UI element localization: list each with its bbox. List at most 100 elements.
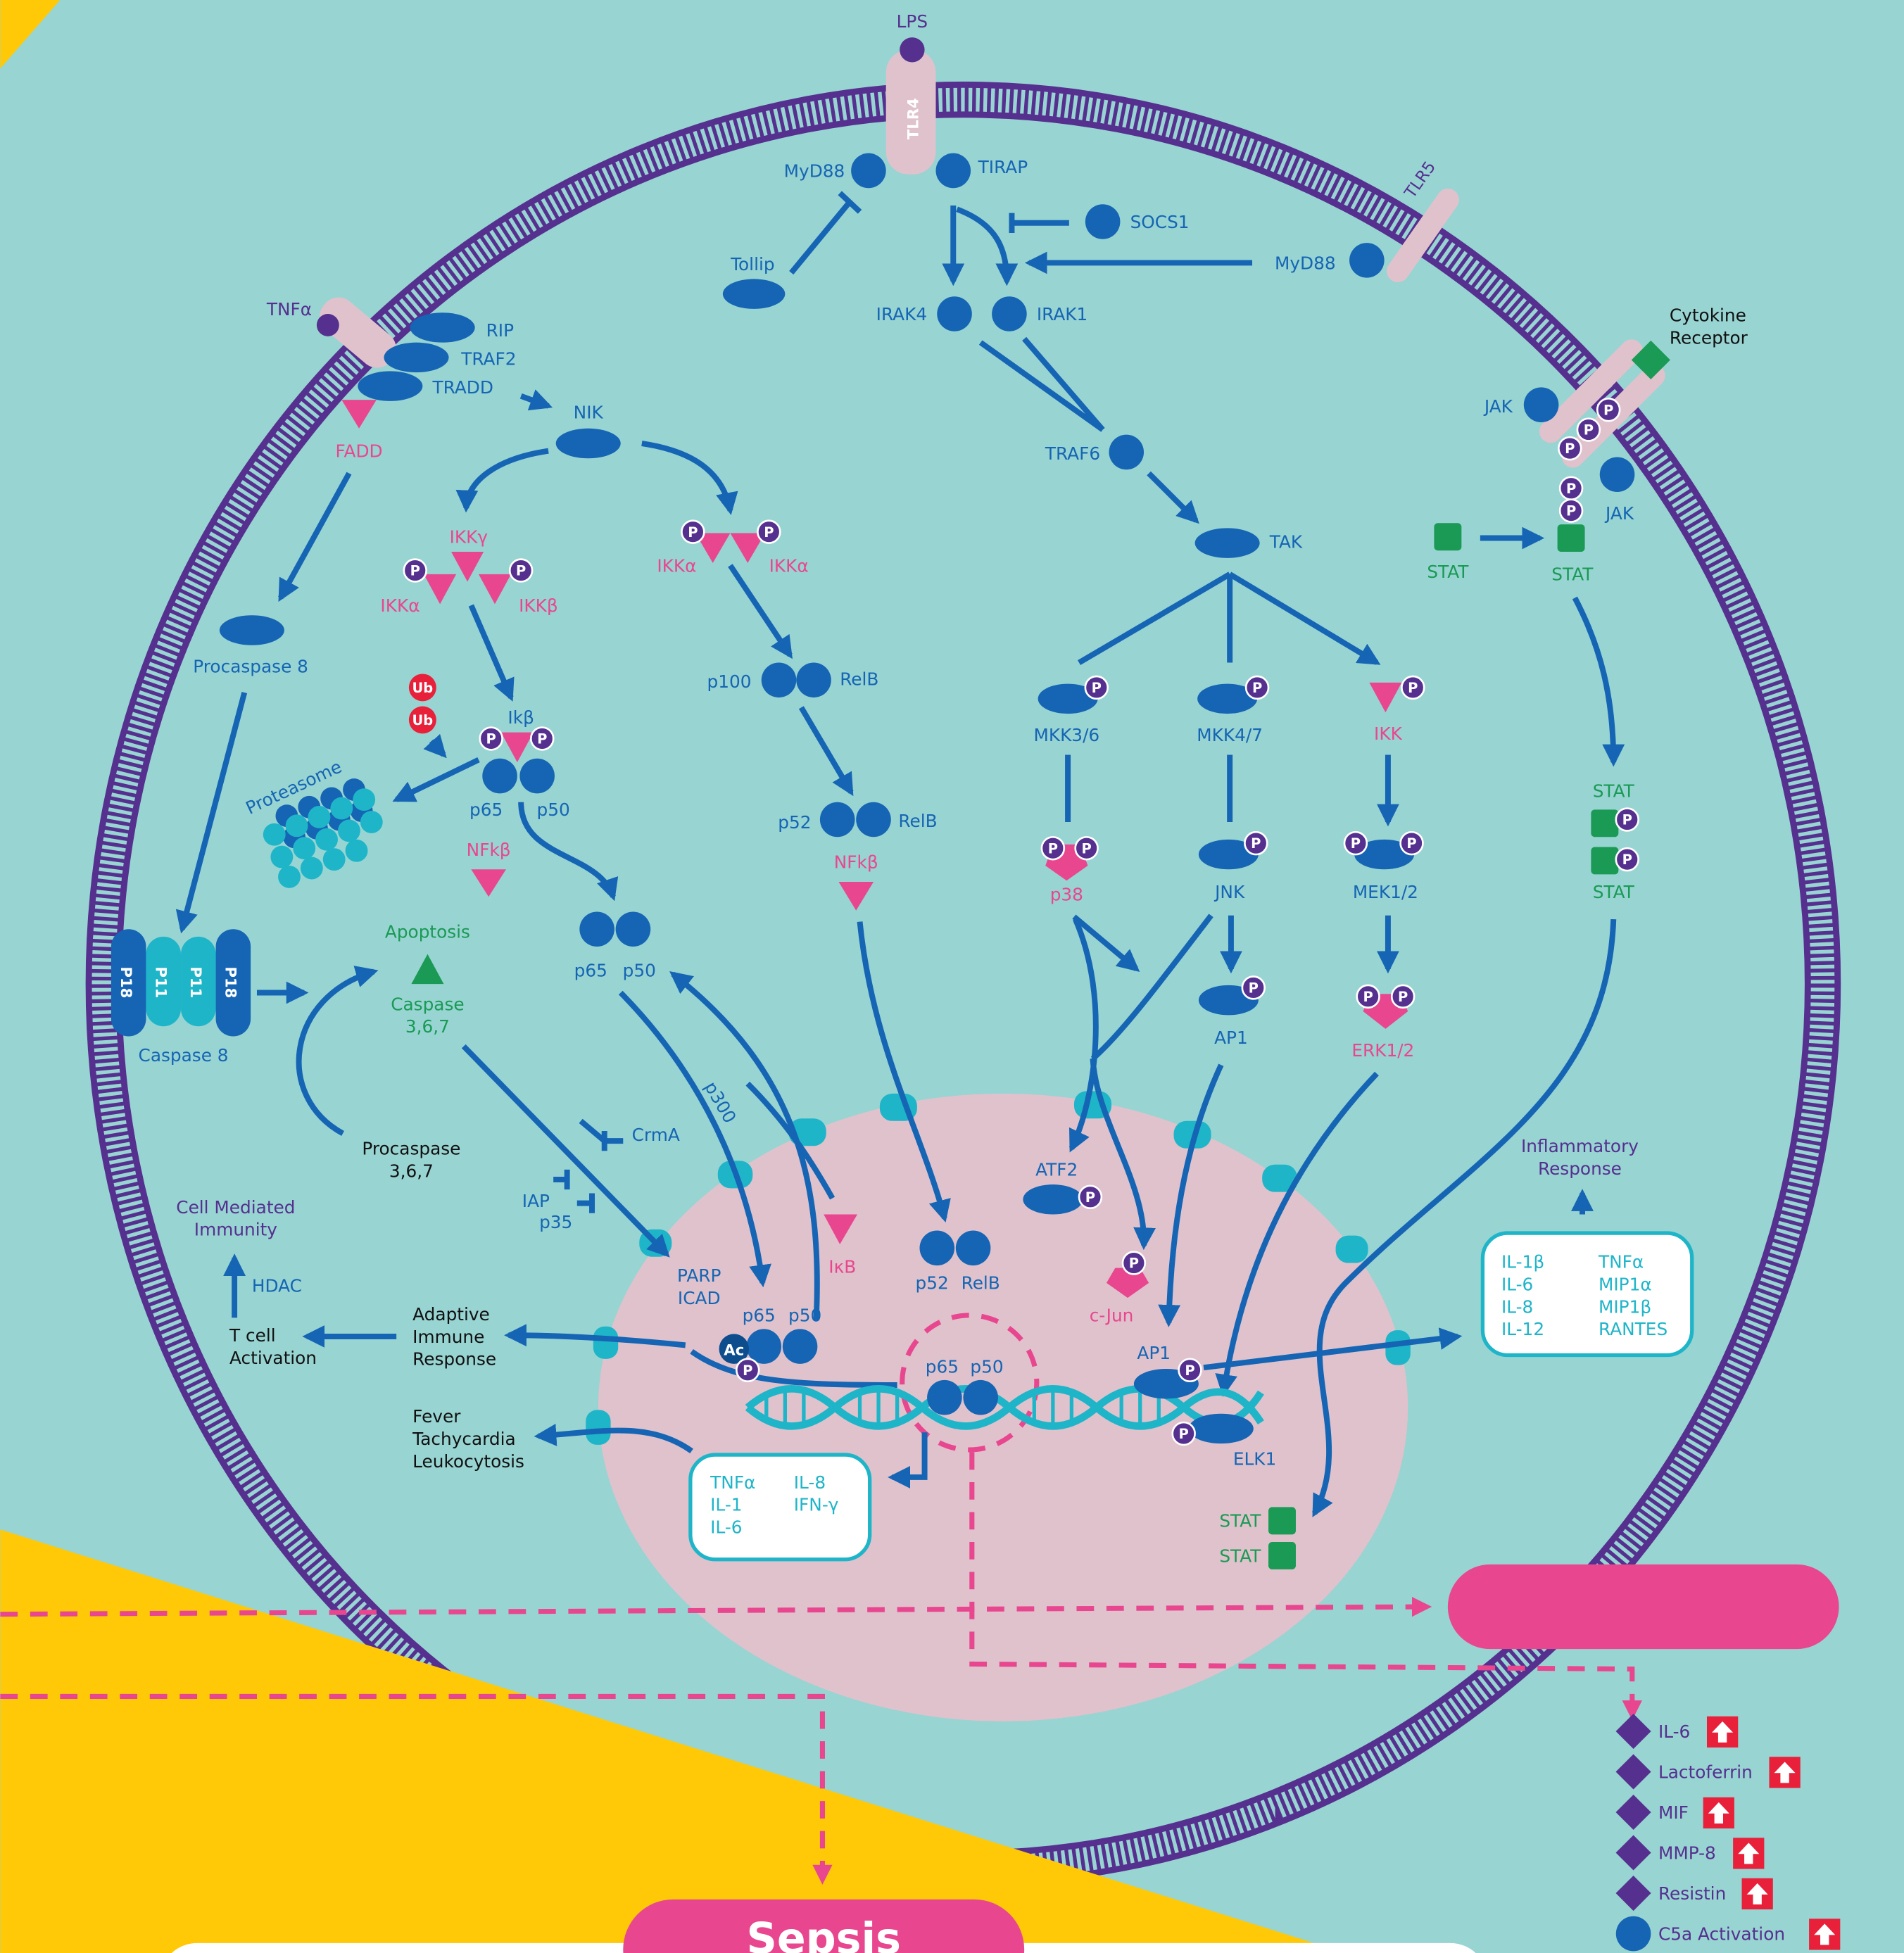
phosphate-label: P <box>1249 980 1259 997</box>
apoptosis-label: Apoptosis <box>385 922 470 942</box>
phosphate-icon <box>1040 835 1066 861</box>
cytokine-ligand <box>1631 340 1670 379</box>
svg-text:AP1: AP1 <box>1214 1028 1248 1048</box>
cjun-node <box>1106 1268 1149 1298</box>
tak-node <box>1194 528 1260 558</box>
phosphate-icon <box>1078 1184 1103 1210</box>
sepsis-title: Sepsis <box>747 1914 901 1953</box>
biomarker-label: Lactoferrin <box>1658 1762 1753 1782</box>
svg-text:Ub: Ub <box>412 680 433 696</box>
biomarker-circle-icon <box>1615 1916 1651 1952</box>
dashed-circle-nfkb <box>900 1313 1040 1453</box>
svg-text:p65: p65 <box>743 1306 776 1326</box>
nfkb-node-2 <box>838 881 874 911</box>
dna-p65-node <box>927 1379 962 1415</box>
irak1-label: IRAK1 <box>1037 304 1087 324</box>
svg-text:p52: p52 <box>916 1273 949 1294</box>
nfkb-label-2: NFkβ <box>834 852 878 873</box>
phosphate-label: P <box>764 524 774 541</box>
atf2-node <box>1023 1184 1083 1215</box>
cytokine-rantes: RANTES <box>1599 1319 1667 1339</box>
svg-text:p65: p65 <box>574 961 607 981</box>
biomarker-label: C5a Activation <box>1658 1923 1785 1944</box>
phosphate-label: P <box>1622 852 1632 868</box>
rip-label: RIP <box>486 320 515 341</box>
socs1-label: SOCS1 <box>1130 212 1190 232</box>
svg-text:IKKα: IKKα <box>657 555 696 576</box>
nuclear-p52-node <box>919 1230 955 1266</box>
phosphate-label: P <box>1252 680 1262 696</box>
relb-node-1 <box>796 662 831 698</box>
cytokine-box-inflammatory <box>1480 1231 1694 1358</box>
phosphate-icon <box>736 1358 760 1383</box>
tnfa-ligand <box>316 313 339 336</box>
svg-text:3,6,7: 3,6,7 <box>389 1161 434 1181</box>
ikkb-label: IKKβ <box>519 595 558 616</box>
mkk47-node <box>1197 683 1258 714</box>
phosphate-icon <box>1244 675 1270 700</box>
phosphate-label: P <box>1398 989 1408 1005</box>
tollip-label: Tollip <box>730 254 774 274</box>
phosphate-icon <box>1084 675 1109 700</box>
ikka-node-3 <box>730 533 766 563</box>
phosphate-label: P <box>1566 481 1576 497</box>
fever-label: Fever <box>412 1406 461 1427</box>
fadd-label: FADD <box>336 441 383 462</box>
myd88-node <box>851 153 886 189</box>
myd88-tlr5-node <box>1349 243 1385 278</box>
phosphate-label: P <box>1179 1426 1189 1442</box>
svg-text:IKKα: IKKα <box>769 555 809 576</box>
phosphate-icon <box>1241 975 1266 1000</box>
relb-node-2 <box>856 802 891 838</box>
biomarker-diamond-icon <box>1615 1794 1651 1831</box>
svg-text:p50: p50 <box>623 961 656 981</box>
svg-text:P18: P18 <box>222 966 239 998</box>
svg-text:PARP: PARP <box>677 1265 721 1286</box>
svg-text:CrmA: CrmA <box>632 1125 680 1145</box>
stat-dimer-1 <box>1591 809 1619 838</box>
mek12-node <box>1354 839 1415 870</box>
phosphate-icon <box>1615 807 1639 832</box>
inflammatory-label-1: Inflammatory <box>1521 1136 1639 1156</box>
socs1-inhibition <box>1009 213 1069 233</box>
cytokine-ifng: IFN-γ <box>794 1495 839 1515</box>
nuclear-ikb-node <box>824 1214 857 1245</box>
ikka-node <box>424 574 457 605</box>
lps-label: LPS <box>897 11 928 32</box>
svg-text:Caspase: Caspase <box>391 994 464 1014</box>
tnfa-label: TNFα <box>266 299 312 320</box>
phosphate-label: P <box>516 563 526 579</box>
p50-node <box>519 758 555 794</box>
phosphate-icon <box>1356 984 1380 1009</box>
procaspase8-node <box>219 615 284 645</box>
ikb-node <box>500 732 534 763</box>
svg-text:ELK1: ELK1 <box>1233 1448 1276 1469</box>
cytokine-box-nuclear <box>688 1453 872 1562</box>
phosphate-icon <box>1558 436 1582 461</box>
phosphate-label: P <box>1622 812 1632 828</box>
caspase8-p11-right <box>181 936 216 1027</box>
caspase-node <box>411 954 444 985</box>
phosphate-icon <box>403 558 427 583</box>
phosphate-icon <box>529 726 555 751</box>
ikkb-node <box>478 574 512 605</box>
myd88-label: MyD88 <box>784 160 845 181</box>
ikka-label: IKKα <box>380 595 420 616</box>
phosphate-label: P <box>1251 835 1261 852</box>
p65-node <box>482 758 517 794</box>
phosphate-label: P <box>410 563 420 579</box>
proteasome <box>263 778 383 888</box>
svg-text:3,6,7: 3,6,7 <box>405 1016 450 1037</box>
phosphate-label: P <box>1565 441 1575 457</box>
traf2-node <box>384 342 449 373</box>
elk1-node <box>1188 1413 1254 1444</box>
phosphate-label: P <box>1566 503 1576 519</box>
cytokine-mip1a: MIP1α <box>1599 1274 1652 1294</box>
svg-text:ATF2: ATF2 <box>1035 1160 1078 1180</box>
svg-text:ICAD: ICAD <box>678 1288 721 1308</box>
phosphate-label: P <box>1408 680 1418 696</box>
svg-text:T cell: T cell <box>229 1325 276 1346</box>
svg-text:IAP: IAP <box>522 1191 550 1211</box>
